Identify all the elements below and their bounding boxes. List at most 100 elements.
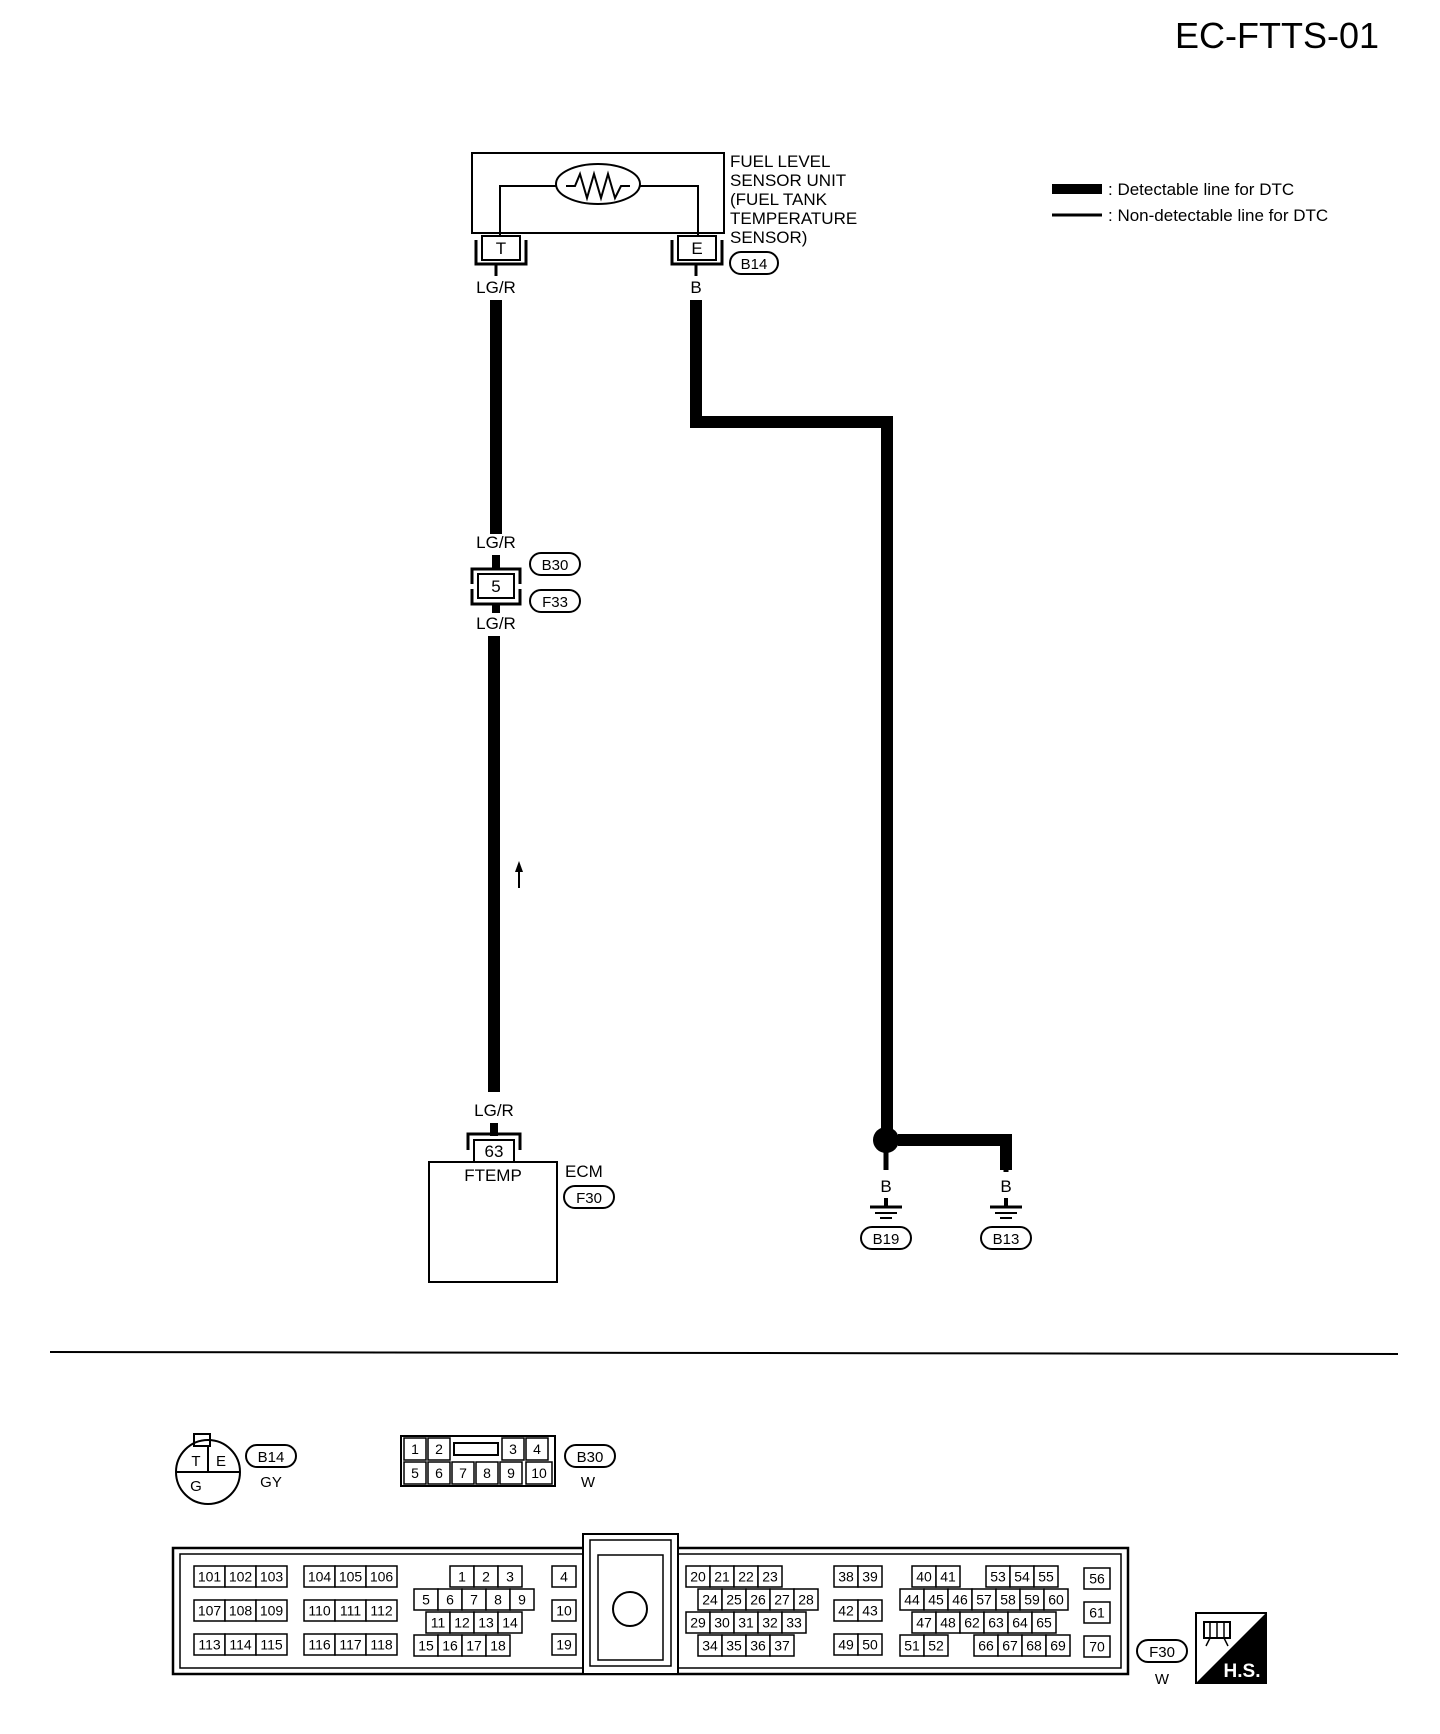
connector-pin-label: 34 bbox=[702, 1638, 718, 1654]
connector-pin-cell: 113 bbox=[193, 1633, 226, 1656]
joint-pin: 5 bbox=[491, 577, 500, 596]
ground-b19-connector: B19 bbox=[873, 1231, 900, 1248]
connector-pin-label: 110 bbox=[308, 1603, 331, 1619]
connector-pin-label: 54 bbox=[1014, 1569, 1030, 1585]
connector-pin-cell: 64 bbox=[1007, 1611, 1033, 1634]
sensor-connector-id: B14 bbox=[741, 256, 768, 273]
connector-pin-cell: 9 bbox=[509, 1588, 535, 1611]
connector-pin-label: 23 bbox=[762, 1569, 778, 1585]
connector-pin-cell: 115 bbox=[255, 1633, 288, 1656]
connector-pin-cell: 5 bbox=[413, 1588, 439, 1611]
connector-pin-label: 19 bbox=[556, 1637, 572, 1653]
connector-pin-cell: 51 bbox=[899, 1634, 925, 1657]
connector-pin-cell: 106 bbox=[365, 1565, 398, 1588]
connector-pin-cell: 42 bbox=[833, 1599, 859, 1622]
page-title: EC-FTTS-01 bbox=[1175, 15, 1379, 56]
connector-pin-label: 105 bbox=[339, 1569, 363, 1585]
connector-pin-label: 29 bbox=[690, 1615, 706, 1631]
connector-pin-cell: 12 bbox=[449, 1611, 475, 1634]
connector-pin-cell: 49 bbox=[833, 1633, 859, 1656]
connector-pin-cell: 3 bbox=[501, 1437, 525, 1461]
wire-lg-r-upper: LG/R bbox=[476, 264, 516, 534]
connector-pin-cell: 8 bbox=[475, 1461, 499, 1485]
joint-connector-b30-f33: LG/R 5 B30 F33 LG/R bbox=[470, 533, 581, 633]
connector-pin-cell: 32 bbox=[757, 1611, 783, 1634]
connector-pin-cell: 54 bbox=[1009, 1565, 1035, 1588]
connector-pin-label: 58 bbox=[1000, 1592, 1016, 1608]
f30-view-id: F30 bbox=[1149, 1644, 1175, 1661]
connector-pin-cell: 102 bbox=[224, 1565, 257, 1588]
connector-pin-cell: 40 bbox=[911, 1565, 937, 1588]
legend-detectable: : Detectable line for DTC bbox=[1108, 180, 1294, 199]
connector-pin-cell: 34 bbox=[697, 1634, 723, 1657]
connector-pin-cell: 37 bbox=[769, 1634, 795, 1657]
connector-pin-cell: 33 bbox=[781, 1611, 807, 1634]
hs-badge-label: H.S. bbox=[1224, 1661, 1261, 1682]
connector-pin-label: 26 bbox=[750, 1592, 766, 1608]
connector-pin-cell: 103 bbox=[255, 1565, 288, 1588]
connector-pin-cell: 26 bbox=[745, 1588, 771, 1611]
connector-pin-label: 17 bbox=[466, 1638, 482, 1654]
connector-pin-cell: 25 bbox=[721, 1588, 747, 1611]
connector-pin-label: 103 bbox=[260, 1569, 284, 1585]
connector-pin-cell: 56 bbox=[1083, 1567, 1111, 1590]
connector-pin-label: 116 bbox=[308, 1637, 331, 1653]
connector-pin-cell: 4 bbox=[551, 1565, 577, 1588]
connector-pin-label: 57 bbox=[976, 1592, 992, 1608]
connector-pin-label: 38 bbox=[838, 1569, 854, 1585]
connector-pin-label: 37 bbox=[774, 1638, 790, 1654]
connector-pin-label: 70 bbox=[1089, 1639, 1105, 1655]
section-divider bbox=[49, 1351, 1399, 1355]
harness-side-badge: H.S. bbox=[1195, 1612, 1267, 1684]
connector-pin-cell: 61 bbox=[1083, 1601, 1111, 1624]
splice-dot bbox=[873, 1127, 899, 1153]
b30-view-id: B30 bbox=[577, 1449, 604, 1466]
connector-pin-label: 102 bbox=[229, 1569, 253, 1585]
connector-pin-label: 21 bbox=[714, 1569, 730, 1585]
connector-pin-cell: 19 bbox=[551, 1633, 577, 1656]
connector-pin-label: 3 bbox=[506, 1569, 514, 1585]
connector-pin-label: 18 bbox=[490, 1638, 506, 1654]
ecm-connector-bolt bbox=[612, 1591, 648, 1627]
connector-pin-label: 104 bbox=[308, 1569, 332, 1585]
connector-pin-cell: 20 bbox=[685, 1565, 711, 1588]
b14-view-id: B14 bbox=[258, 1449, 285, 1466]
connector-pin-cell: 11 bbox=[425, 1611, 451, 1634]
connector-pin-label: 113 bbox=[198, 1637, 221, 1653]
joint-connector-bottom: F33 bbox=[542, 594, 568, 611]
connector-pin-label: 6 bbox=[446, 1592, 454, 1608]
connector-pin-label: 107 bbox=[198, 1603, 222, 1619]
connector-pin-cell: 60 bbox=[1043, 1588, 1069, 1611]
connector-pin-cell: 114 bbox=[224, 1633, 257, 1656]
ecm-terminal-name: FTEMP bbox=[464, 1166, 522, 1185]
connector-pin-cell: 67 bbox=[997, 1634, 1023, 1657]
connector-pin-label: 30 bbox=[714, 1615, 730, 1631]
wire-b: B bbox=[690, 264, 893, 1134]
sensor-name-4: TEMPERATURE bbox=[730, 209, 857, 228]
connector-pin-cell: 50 bbox=[857, 1633, 883, 1656]
connector-pin-cell: 23 bbox=[757, 1565, 783, 1588]
connector-pin-label: 1 bbox=[458, 1569, 466, 1585]
connector-pin-cell: 8 bbox=[485, 1588, 511, 1611]
connector-pin-cell: 117 bbox=[334, 1633, 367, 1656]
connector-pin-cell: 107 bbox=[193, 1599, 226, 1622]
connector-pin-cell: 6 bbox=[437, 1588, 463, 1611]
connector-pin-cell: 68 bbox=[1021, 1634, 1047, 1657]
connector-pin-label: 112 bbox=[370, 1603, 393, 1619]
connector-pin-label: 39 bbox=[862, 1569, 878, 1585]
signal-arrow-icon bbox=[515, 861, 523, 888]
connector-pin-cell: 17 bbox=[461, 1634, 487, 1657]
connector-pin-cell: 104 bbox=[303, 1565, 336, 1588]
ground-icon bbox=[990, 1205, 1022, 1219]
ground-b13-wire: B bbox=[1000, 1177, 1011, 1196]
connector-pin-cell: 3 bbox=[497, 1565, 523, 1588]
connector-pin-label: 14 bbox=[502, 1615, 518, 1631]
connector-pin-cell: 31 bbox=[733, 1611, 759, 1634]
ecm: LG/R 63 FTEMP ECM F30 bbox=[428, 1101, 615, 1283]
connector-pin-cell: 35 bbox=[721, 1634, 747, 1657]
connector-pin-label: 35 bbox=[726, 1638, 742, 1654]
terminal-e-label: E bbox=[691, 239, 702, 258]
legend-non-detectable: : Non-detectable line for DTC bbox=[1108, 206, 1328, 225]
connector-pin-label: 33 bbox=[786, 1615, 802, 1631]
